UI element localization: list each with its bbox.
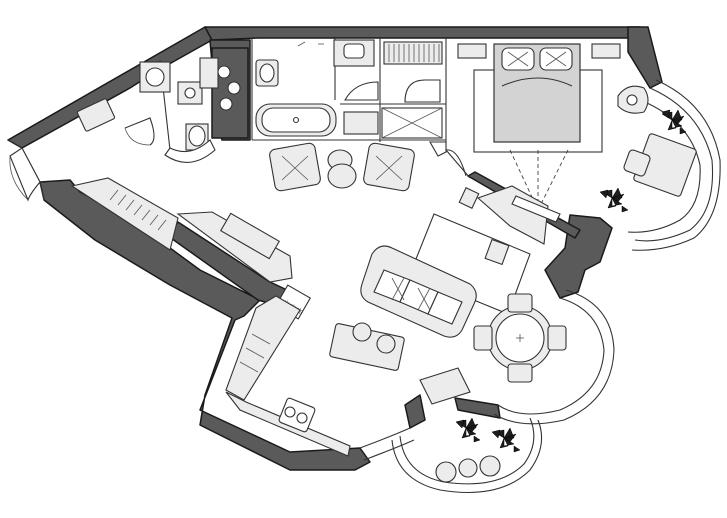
dining-chair-north — [507, 293, 533, 313]
media-console — [476, 185, 549, 245]
kitchen-counter-upper — [176, 211, 293, 283]
study-bay — [599, 79, 721, 251]
balcony-door-threshold-inner — [363, 439, 415, 461]
bedroom-nightstand — [591, 43, 621, 59]
balcony-stool-2 — [479, 455, 501, 477]
bathroom-door[interactable] — [344, 81, 379, 101]
balcony-door-threshold — [359, 427, 411, 449]
shaft-pipe-1 — [217, 65, 231, 79]
duvet-fold — [501, 77, 573, 87]
laundry-room — [124, 61, 203, 146]
wall-north — [204, 26, 641, 41]
plant-study-north — [661, 109, 687, 135]
kitchen-upper-cabinet — [219, 212, 281, 260]
laundry-sink-basin — [184, 87, 196, 99]
front-door-swing — [9, 155, 29, 201]
entrance — [7, 98, 179, 251]
dining-bay — [473, 289, 615, 425]
closet-door-leaf[interactable] — [429, 141, 447, 157]
shower-cross-2 — [381, 107, 443, 139]
balcony-railing-outer — [391, 419, 543, 493]
armchair-left — [269, 142, 321, 192]
entry-bench — [76, 98, 116, 132]
plant-balcony-right — [491, 427, 521, 453]
tv-sightline-right — [537, 149, 569, 211]
bathtub-inner — [261, 107, 331, 133]
hall-wardrobe — [70, 177, 179, 251]
balcony-stool-1 — [435, 461, 457, 483]
sofa-pillow-2 — [417, 287, 431, 311]
armchair-right-cushion — [375, 155, 403, 181]
kitchen: ✳✳✳ — [176, 211, 405, 457]
balcony — [359, 367, 543, 493]
study-bay-window-outer — [634, 87, 714, 242]
kitchen-counter-side — [225, 295, 301, 401]
balcony-door-panel — [419, 367, 471, 405]
bathroom-toilet-bowl — [259, 63, 275, 83]
balcony-table — [458, 458, 478, 478]
kitchen-sink-bowl-2 — [296, 412, 308, 424]
closet-hangers — [388, 44, 440, 62]
shaft-pipe-3 — [219, 97, 233, 111]
study-armchair-cushion — [626, 94, 638, 106]
bathroom — [255, 39, 379, 137]
bedroom — [445, 43, 621, 211]
bathroom-bench — [343, 111, 379, 135]
walk-in-closet — [381, 41, 447, 157]
kitchen-sink — [278, 397, 316, 433]
boiler — [199, 57, 219, 89]
wall-balcony-west — [404, 394, 426, 429]
wall-east-upper — [544, 214, 613, 299]
closet-rail — [383, 41, 443, 65]
toilet-bowl — [188, 125, 206, 147]
wc-door[interactable] — [164, 139, 216, 163]
kitchen-sink-bowl-1 — [284, 406, 296, 418]
bar-stool-1 — [352, 322, 372, 342]
speaker-left — [458, 187, 480, 209]
dining-chair-west — [473, 325, 493, 351]
armchair-right — [363, 142, 415, 192]
shaft-pipe-2 — [227, 81, 241, 95]
bedroom-door-jamb — [445, 149, 471, 179]
dining-chair-east — [547, 325, 567, 351]
kitchen-drawers — [239, 333, 271, 373]
sofa-cushion-right — [427, 291, 463, 325]
study-bay-window-inner — [631, 79, 721, 251]
pillow-right-mark — [545, 51, 567, 67]
laundry-door[interactable] — [124, 117, 155, 146]
exterior-walls — [7, 26, 663, 471]
plant-balcony-left — [455, 417, 481, 443]
bedroom-dresser — [457, 43, 487, 59]
plant-study-south — [599, 187, 629, 213]
sofa-pillow-1 — [391, 277, 405, 301]
armchair-left-cushion — [281, 155, 309, 181]
shower-mark-1 — [297, 41, 306, 47]
wall-north-east — [627, 26, 663, 89]
wc-room — [164, 47, 249, 163]
bathtub-drain — [292, 116, 300, 124]
living-room — [360, 185, 561, 338]
balcony-railing-inner — [399, 417, 535, 485]
washing-machine-drum — [145, 67, 165, 87]
laundry-door-swing — [124, 127, 151, 146]
ottoman — [484, 238, 510, 266]
dining-bay-window-inner — [493, 289, 615, 425]
front-door[interactable] — [9, 147, 41, 202]
pillow-left-mark — [507, 51, 529, 67]
bar-stool-2 — [376, 334, 396, 354]
closet-door[interactable] — [404, 79, 441, 103]
side-table-bottom — [327, 163, 357, 189]
dining-chair-south — [507, 363, 533, 383]
tv-unit — [511, 195, 561, 223]
lounge-armchairs — [269, 142, 415, 192]
interior-partitions — [159, 38, 447, 151]
hall-wardrobe-hangers — [109, 189, 167, 231]
dining-bay-window-outer — [497, 297, 605, 415]
bathroom-sink — [343, 43, 365, 59]
study-chair — [623, 149, 651, 177]
wall-balcony-east — [454, 397, 501, 419]
